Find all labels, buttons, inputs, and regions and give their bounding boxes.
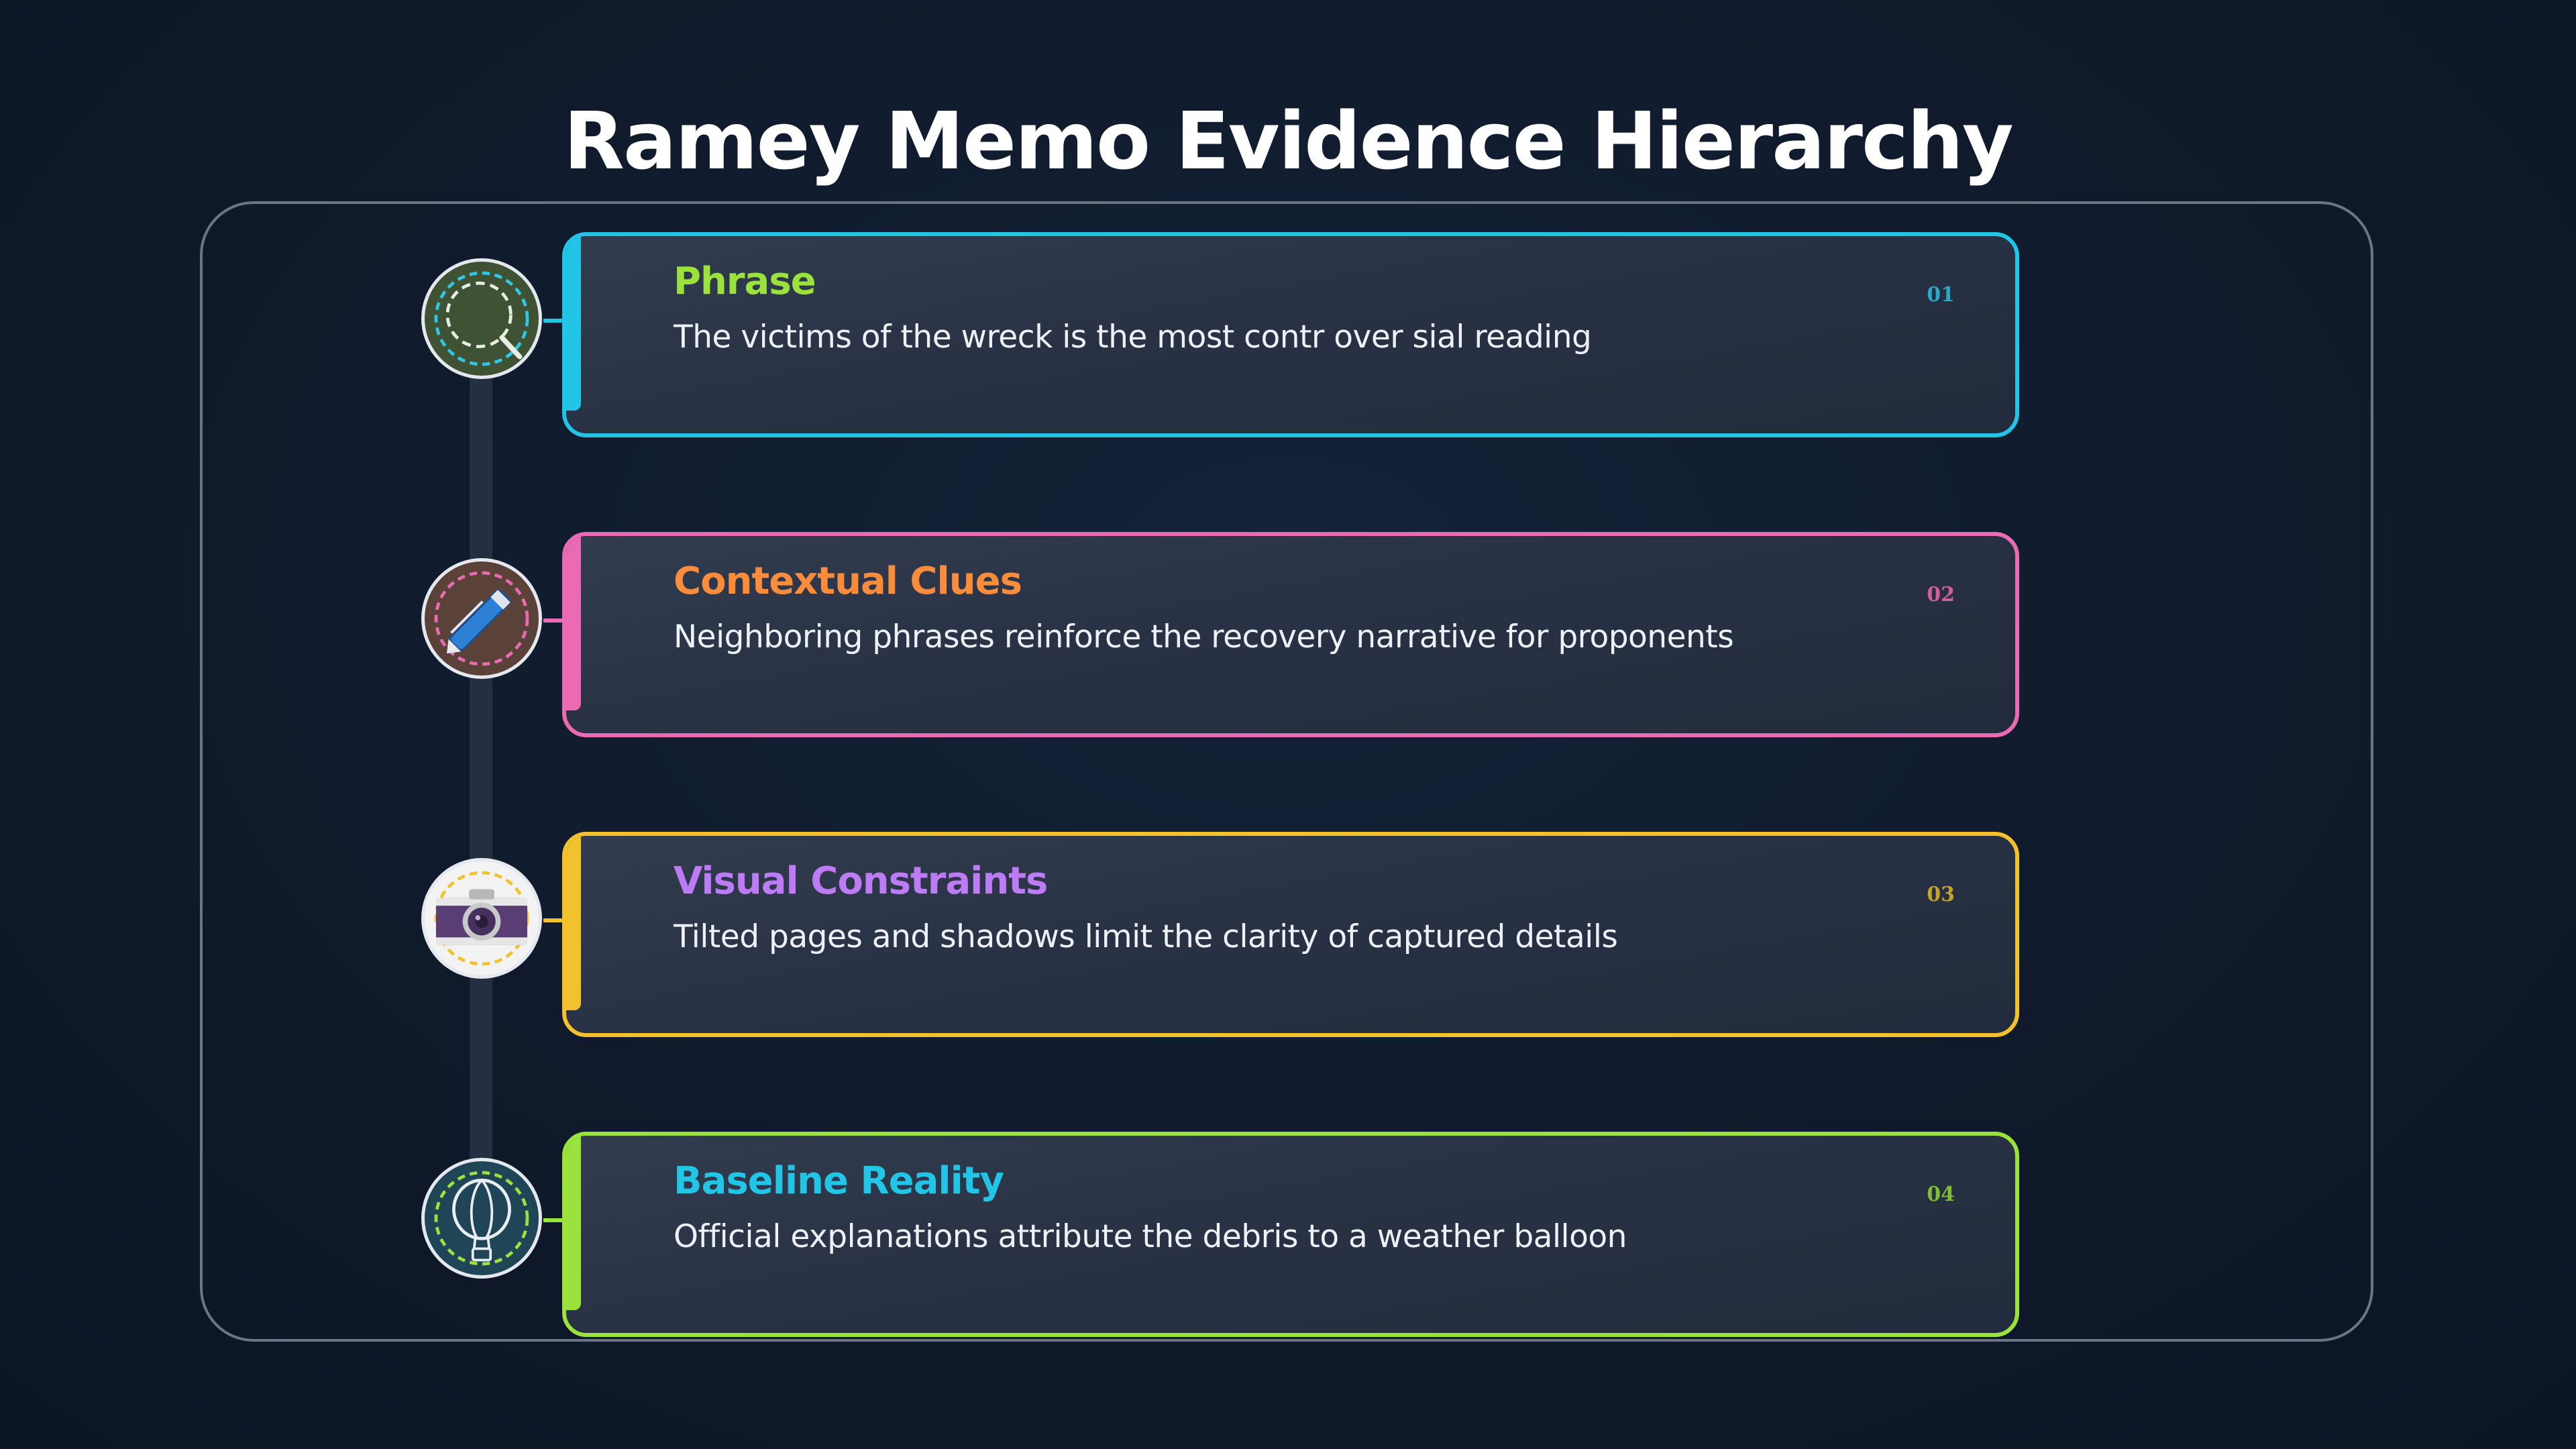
card-number: 02 xyxy=(1927,583,1955,606)
card-number: 01 xyxy=(1927,283,1955,307)
card-description: Neighboring phrases reinforce the recove… xyxy=(674,619,1734,655)
page-title: Ramey Memo Evidence Hierarchy xyxy=(564,95,2014,187)
timeline-rail xyxy=(470,315,492,1221)
card-description: Official explanations attribute the debr… xyxy=(674,1218,1627,1255)
card-number: 03 xyxy=(1927,883,1955,906)
evidence-card-4: Baseline Reality Official explanations a… xyxy=(562,1132,2019,1337)
pen-icon xyxy=(434,571,529,666)
connector-4 xyxy=(543,1218,566,1222)
card-accent xyxy=(566,536,581,710)
card-heading: Visual Constraints xyxy=(674,859,1048,903)
card-accent xyxy=(566,836,581,1010)
magnifier-icon xyxy=(434,271,529,366)
card-heading: Baseline Reality xyxy=(674,1159,1004,1203)
connector-2 xyxy=(543,619,566,623)
card-description: Tilted pages and shadows limit the clari… xyxy=(674,918,1618,955)
diagram-frame xyxy=(200,201,2373,1342)
node-baseline-reality xyxy=(421,1158,542,1279)
connector-3 xyxy=(543,918,566,922)
node-phrase xyxy=(421,258,542,379)
camera-icon xyxy=(425,861,539,975)
hot-air-balloon-icon xyxy=(434,1171,529,1266)
evidence-card-1: Phrase The victims of the wreck is the m… xyxy=(562,232,2019,437)
card-heading: Phrase xyxy=(674,260,816,303)
card-heading: Contextual Clues xyxy=(674,559,1022,603)
card-accent xyxy=(566,1136,581,1310)
card-description: The victims of the wreck is the most con… xyxy=(674,319,1592,356)
connector-1 xyxy=(543,319,566,323)
card-accent xyxy=(566,236,581,411)
evidence-card-3: Visual Constraints Tilted pages and shad… xyxy=(562,832,2019,1037)
card-number: 04 xyxy=(1927,1183,1955,1206)
evidence-card-2: Contextual Clues Neighboring phrases rei… xyxy=(562,532,2019,737)
node-contextual-clues xyxy=(421,558,542,679)
node-visual-constraints xyxy=(421,858,542,979)
